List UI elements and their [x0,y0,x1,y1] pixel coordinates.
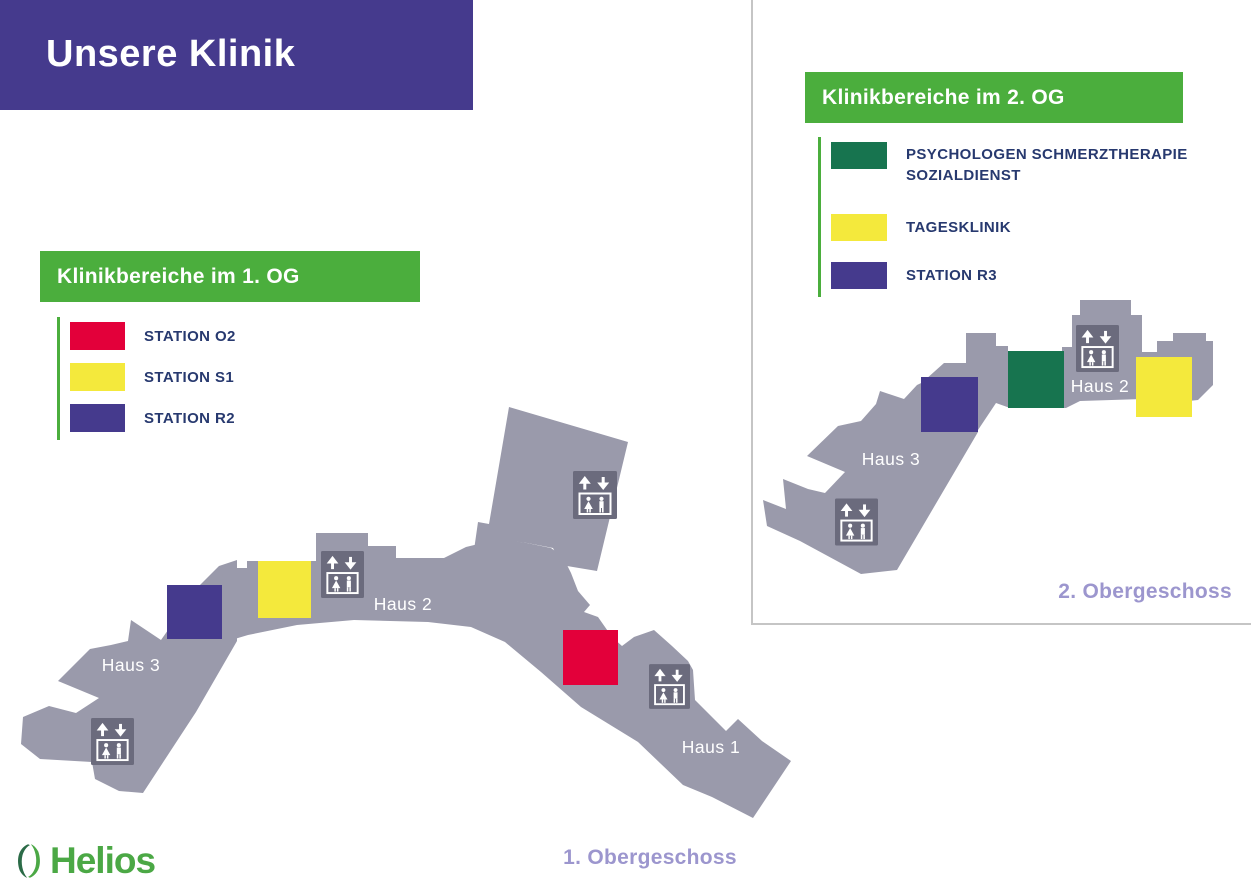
floor1-station-r2-area [167,585,222,639]
floor2-caption: 2. Obergeschoss [1058,580,1232,603]
floor1-legend-title: Klinikbereiche im 1. OG [57,264,300,288]
floor2-legend-title-banner: Klinikbereiche im 2. OG [805,72,1183,123]
page-title: Unsere Klinik [46,33,296,75]
floor1-haus1-label: Haus 1 [682,737,740,757]
floor1-corridor-haus1-outline [222,533,791,818]
floor2-haus2-label: Haus 2 [1071,376,1129,396]
helios-logo: Helios [15,840,156,882]
legend-swatch-tagesklinik [831,214,887,241]
legend-label: TAGESKLINIK [906,219,1011,236]
floor1-caption: 1. Obergeschoss [563,846,737,869]
legend-label: STATION R3 [906,267,997,284]
floor2-legend-title: Klinikbereiche im 2. OG [822,85,1065,109]
legend-item: STATION S1 [70,363,236,391]
floor2-legend: PSYCHOLOGEN SCHMERZTHERAPIE SOZIALDIENST… [818,137,1188,297]
floor2-station-r3-area [921,377,978,432]
floor2-tagesklinik-area [1136,357,1192,417]
legend-item: STATION R2 [70,404,236,432]
legend-swatch-station-r2 [70,404,125,432]
elevator-icon [1076,325,1119,372]
legend-swatch-station-o2 [70,322,125,350]
elevator-icon [321,551,364,598]
legend-item: PSYCHOLOGEN SCHMERZTHERAPIE SOZIALDIENST [831,142,1188,186]
floor1-haus3-label: Haus 3 [102,655,160,675]
floor1-legend: STATION O2 STATION S1 STATION R2 [57,317,236,440]
floor1-legend-title-banner: Klinikbereiche im 1. OG [40,251,420,302]
legend-label: PSYCHOLOGEN SCHMERZTHERAPIE SOZIALDIENST [906,146,1188,184]
floor2-map: Haus 2 Haus 3 [763,300,1213,574]
floor1-haus2-block-outline [474,407,628,571]
floor1-haus2-label: Haus 2 [374,594,432,614]
floor1-station-o2-area [563,630,618,685]
legend-label: STATION S1 [144,368,235,386]
floor2-psychologen-area [1008,351,1064,408]
elevator-icon [91,717,134,766]
helios-logo-icon [18,844,40,878]
helios-wordmark: Helios [50,840,156,881]
legend-swatch-station-r3 [831,262,887,289]
floor1-station-s1-area [258,561,311,618]
legend-swatch-station-s1 [70,363,125,391]
floor2-panel-frame [751,0,1251,625]
legend-swatch-psychologen [831,142,887,169]
legend-item: STATION R3 [831,262,1188,289]
floor1-map: Haus 2 Haus 3 Haus 1 [21,407,791,818]
elevator-icon [835,497,878,547]
elevator-icon [572,471,618,519]
elevator-icon [649,663,690,710]
legend-label: STATION O2 [144,327,236,345]
legend-label: STATION R2 [144,409,235,427]
legend-item: STATION O2 [70,322,236,350]
floor2-haus3-label: Haus 3 [862,449,920,469]
page-header: Unsere Klinik [0,0,473,110]
legend-item: TAGESKLINIK [831,214,1188,241]
